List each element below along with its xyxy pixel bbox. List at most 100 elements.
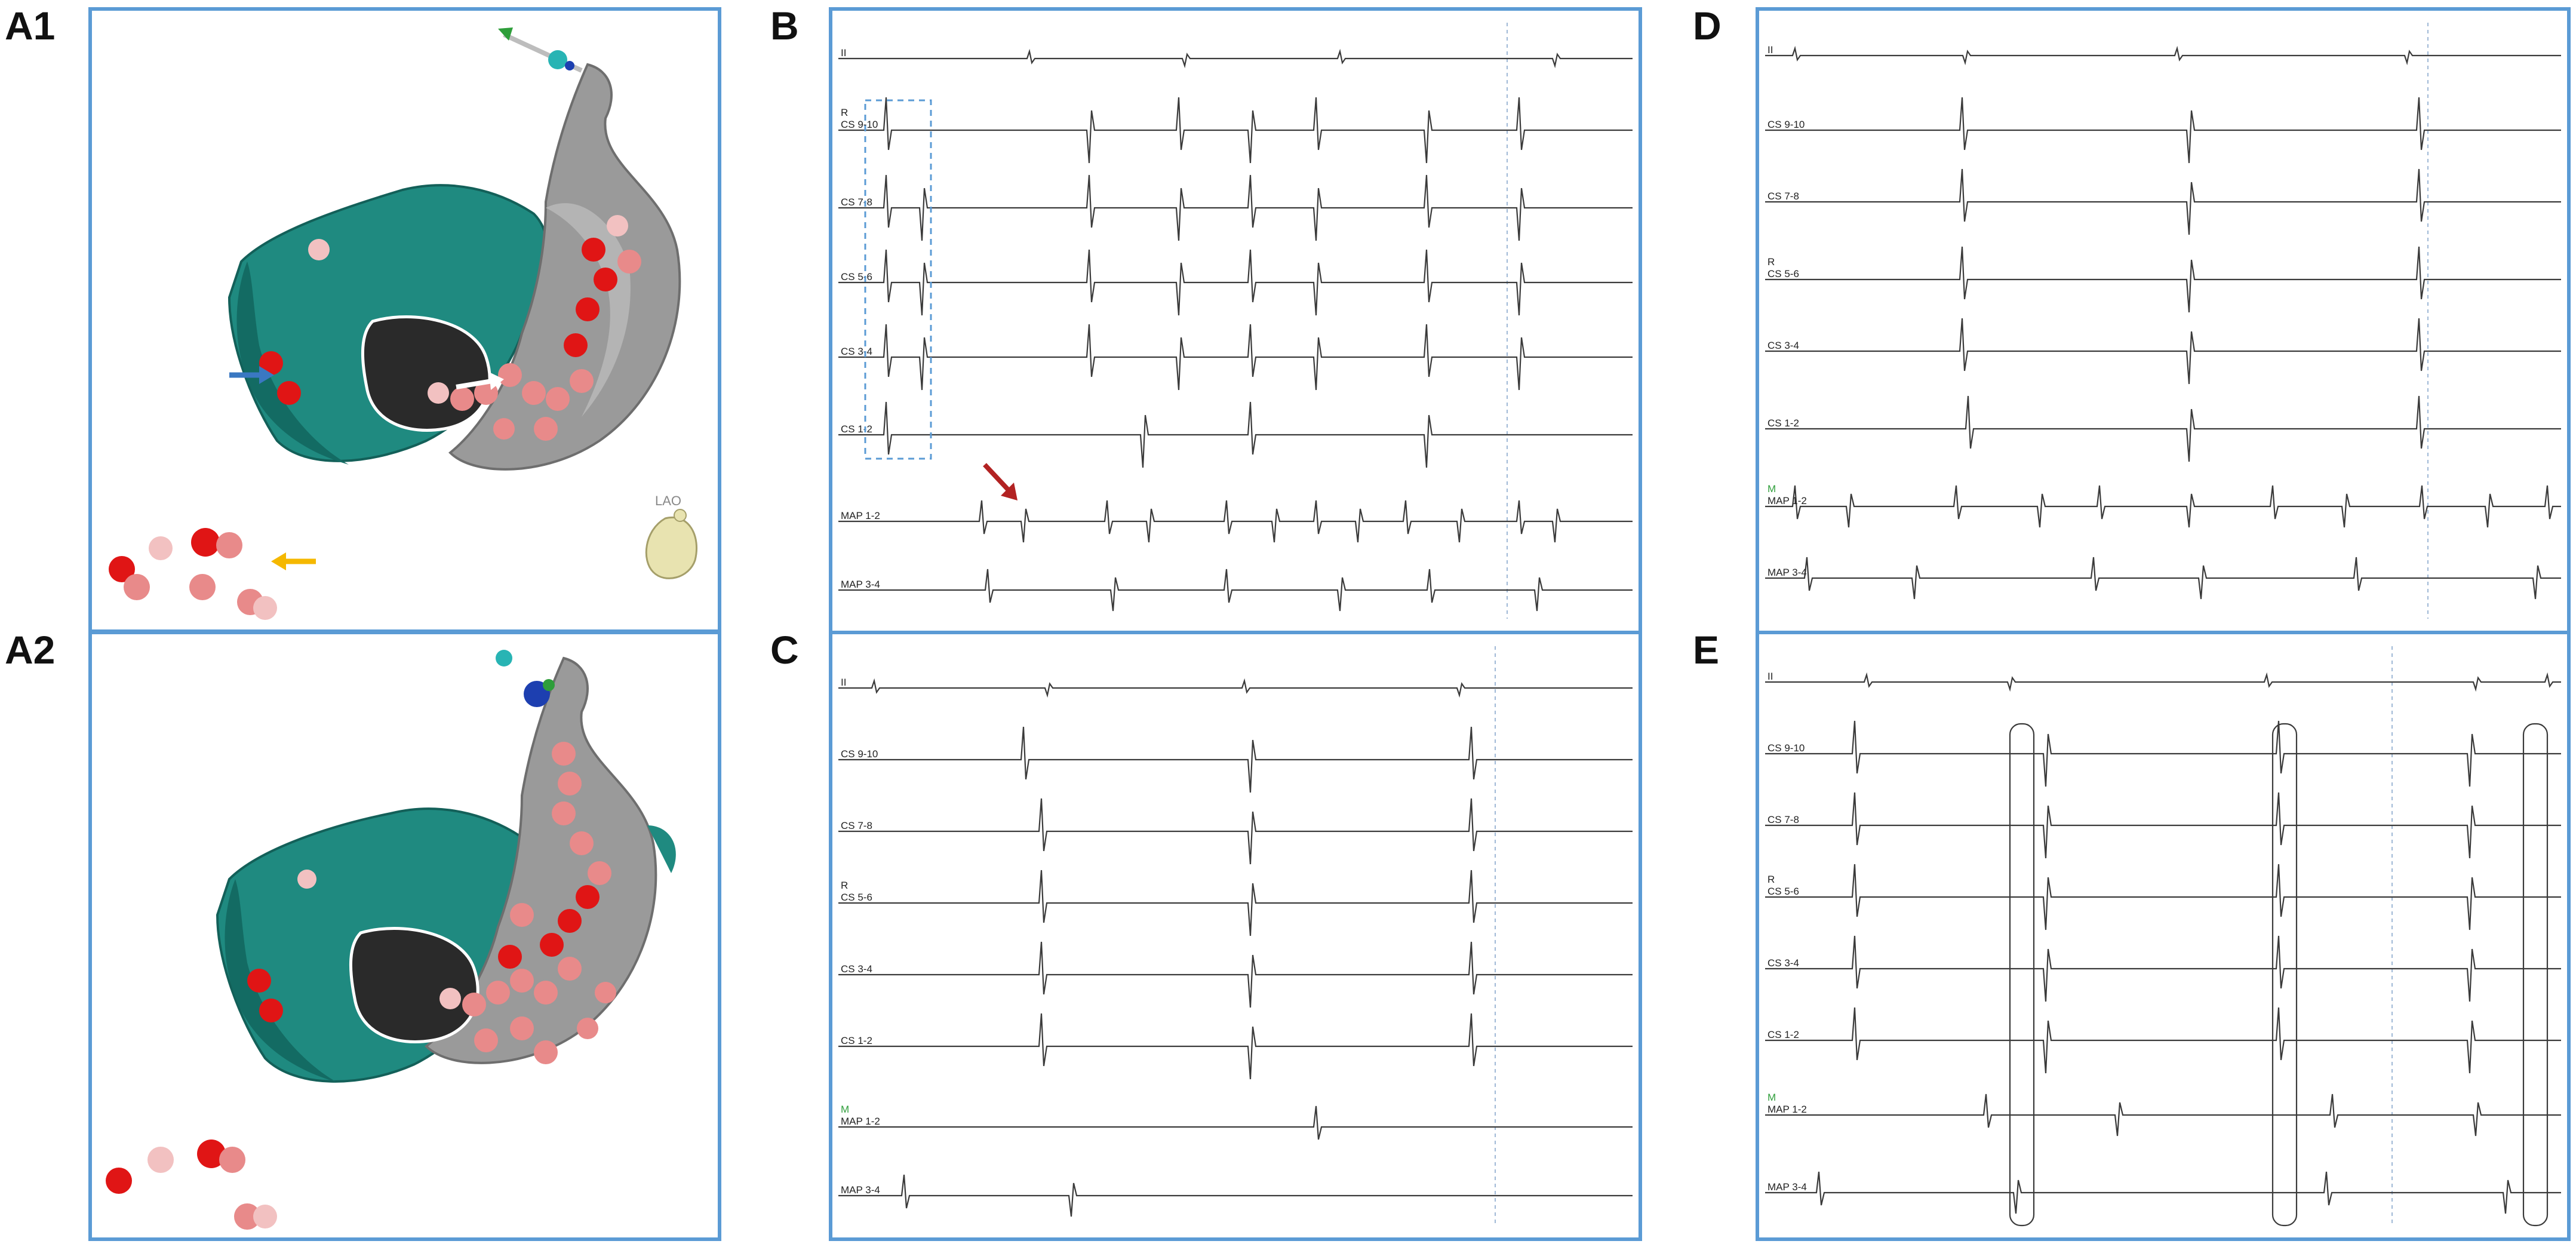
channel-label: MAP 3-4 — [841, 579, 880, 590]
ablation-lesion-markers — [259, 215, 641, 441]
marker-label-m: M — [1767, 483, 1776, 494]
egm-trace-cs-1-2 — [838, 401, 1633, 468]
egm-trace-cs-7-8 — [838, 174, 1633, 241]
channel-label: CS 3-4 — [1767, 957, 1799, 969]
panel-label-c: C — [770, 628, 799, 672]
marker-label-r: R — [1767, 256, 1775, 268]
channel-label: CS 1-2 — [1767, 417, 1799, 429]
ablation-lesion-markers — [247, 742, 616, 1064]
egm-trace-cs-1-2 — [838, 1013, 1633, 1080]
panel-a2-3d-map — [88, 631, 721, 1241]
pacing-artifact — [2271, 723, 2298, 1227]
egm-trace-cs-9-10 — [1765, 720, 2561, 787]
channel-label: CS 7-8 — [841, 820, 872, 831]
egm-trace-cs-3-4 — [1765, 318, 2561, 385]
egm-trace-cs-5-6 — [838, 249, 1633, 316]
channel-label: CS 5-6 — [1767, 886, 1799, 897]
egm-trace-cs-3-4 — [838, 324, 1633, 391]
egm-trace-cs-5-6 — [1765, 864, 2561, 930]
catheter-icon — [498, 27, 583, 73]
channel-label: CS 9-10 — [1767, 742, 1805, 754]
panel-label-a1: A1 — [5, 4, 56, 48]
egm-trace-map-3-4 — [838, 1174, 1633, 1217]
egm-trace-map-3-4 — [838, 569, 1633, 612]
yellow-arrow — [271, 552, 316, 570]
channel-label: MAP 3-4 — [1767, 1181, 1807, 1193]
egm-trace-cs-5-6 — [838, 870, 1633, 936]
channel-label: CS 5-6 — [841, 271, 872, 282]
marker-label-r: R — [841, 107, 848, 118]
egm-trace-cs-7-8 — [1765, 168, 2561, 235]
channel-label: MAP 1-2 — [841, 510, 880, 521]
egm-trace-cs-3-4 — [1765, 935, 2561, 1002]
panel-label-b: B — [770, 4, 799, 48]
egm-trace-cs-1-2 — [1765, 1007, 2561, 1074]
egm-trace-cs-5-6 — [1765, 246, 2561, 313]
orientation-label: LAO — [655, 493, 681, 508]
egm-trace-cs-9-10 — [838, 97, 1633, 164]
channel-label: MAP 1-2 — [1767, 495, 1807, 506]
channel-label: II — [841, 47, 846, 59]
egm-trace-map-1-2 — [1765, 1094, 2561, 1137]
channel-label: II — [1767, 44, 1773, 56]
channel-label: CS 3-4 — [841, 963, 872, 975]
channel-label: CS 3-4 — [841, 346, 872, 357]
channel-label: CS 7-8 — [1767, 814, 1799, 825]
channel-label: CS 5-6 — [1767, 268, 1799, 280]
panel-label-e: E — [1693, 628, 1720, 672]
left-atrium-grey-surface — [425, 656, 657, 1064]
channel-label: CS 7-8 — [1767, 191, 1799, 202]
mitral-annulus-outline — [349, 927, 479, 1043]
floating-lesion-markers — [109, 528, 277, 620]
egm-trace-ii — [838, 678, 1633, 698]
egm-trace-ii — [1765, 45, 2561, 66]
pacing-artifact — [2522, 723, 2549, 1227]
panel-label-d: D — [1693, 4, 1722, 48]
panel-label-a2: A2 — [5, 628, 56, 672]
egm-trace-map-1-2 — [838, 1105, 1633, 1140]
egm-trace-map-1-2 — [1765, 485, 2561, 528]
channel-label: II — [841, 677, 846, 688]
highlight-box — [864, 99, 932, 460]
marker-label-m: M — [841, 1104, 849, 1115]
red-arrow — [983, 463, 1018, 500]
channel-label: MAP 1-2 — [841, 1116, 880, 1127]
egm-trace-cs-3-4 — [838, 941, 1633, 1008]
channel-label: CS 1-2 — [841, 423, 872, 435]
egm-trace-map-3-4 — [1765, 1171, 2561, 1214]
pacing-artifact — [2009, 723, 2035, 1227]
marker-label-r: R — [1767, 874, 1775, 885]
blue-arrow — [229, 366, 274, 384]
channel-label: CS 9-10 — [841, 748, 878, 760]
white-arrow — [456, 372, 504, 390]
egm-trace-cs-9-10 — [838, 726, 1633, 793]
marker-label-r: R — [841, 880, 848, 891]
channel-label: CS 1-2 — [841, 1035, 872, 1046]
channel-label: MAP 1-2 — [1767, 1104, 1807, 1115]
channel-label: MAP 3-4 — [1767, 567, 1807, 578]
channel-label: CS 9-10 — [1767, 119, 1805, 130]
egm-trace-cs-7-8 — [1765, 792, 2561, 859]
catheter-icon — [496, 650, 555, 707]
egm-trace-map-3-4 — [1765, 557, 2561, 600]
egm-trace-ii — [838, 48, 1633, 69]
channel-label: CS 7-8 — [841, 196, 872, 208]
marker-label-m: M — [1767, 1092, 1776, 1103]
egm-trace-ii — [1765, 672, 2561, 692]
egm-trace-map-1-2 — [838, 500, 1633, 543]
channel-label: MAP 3-4 — [841, 1184, 880, 1196]
panel-a1-3d-map: LAO — [88, 7, 721, 633]
left-atrium-grey-surface — [448, 63, 681, 471]
orientation-heart-icon — [645, 509, 698, 579]
channel-label: CS 1-2 — [1767, 1029, 1799, 1040]
channel-label: CS 3-4 — [1767, 340, 1799, 351]
channel-label: II — [1767, 671, 1773, 682]
floating-lesion-markers — [106, 1140, 277, 1230]
channel-label: CS 9-10 — [841, 119, 878, 130]
egm-trace-cs-9-10 — [1765, 97, 2561, 164]
egm-trace-cs-1-2 — [1765, 395, 2561, 462]
